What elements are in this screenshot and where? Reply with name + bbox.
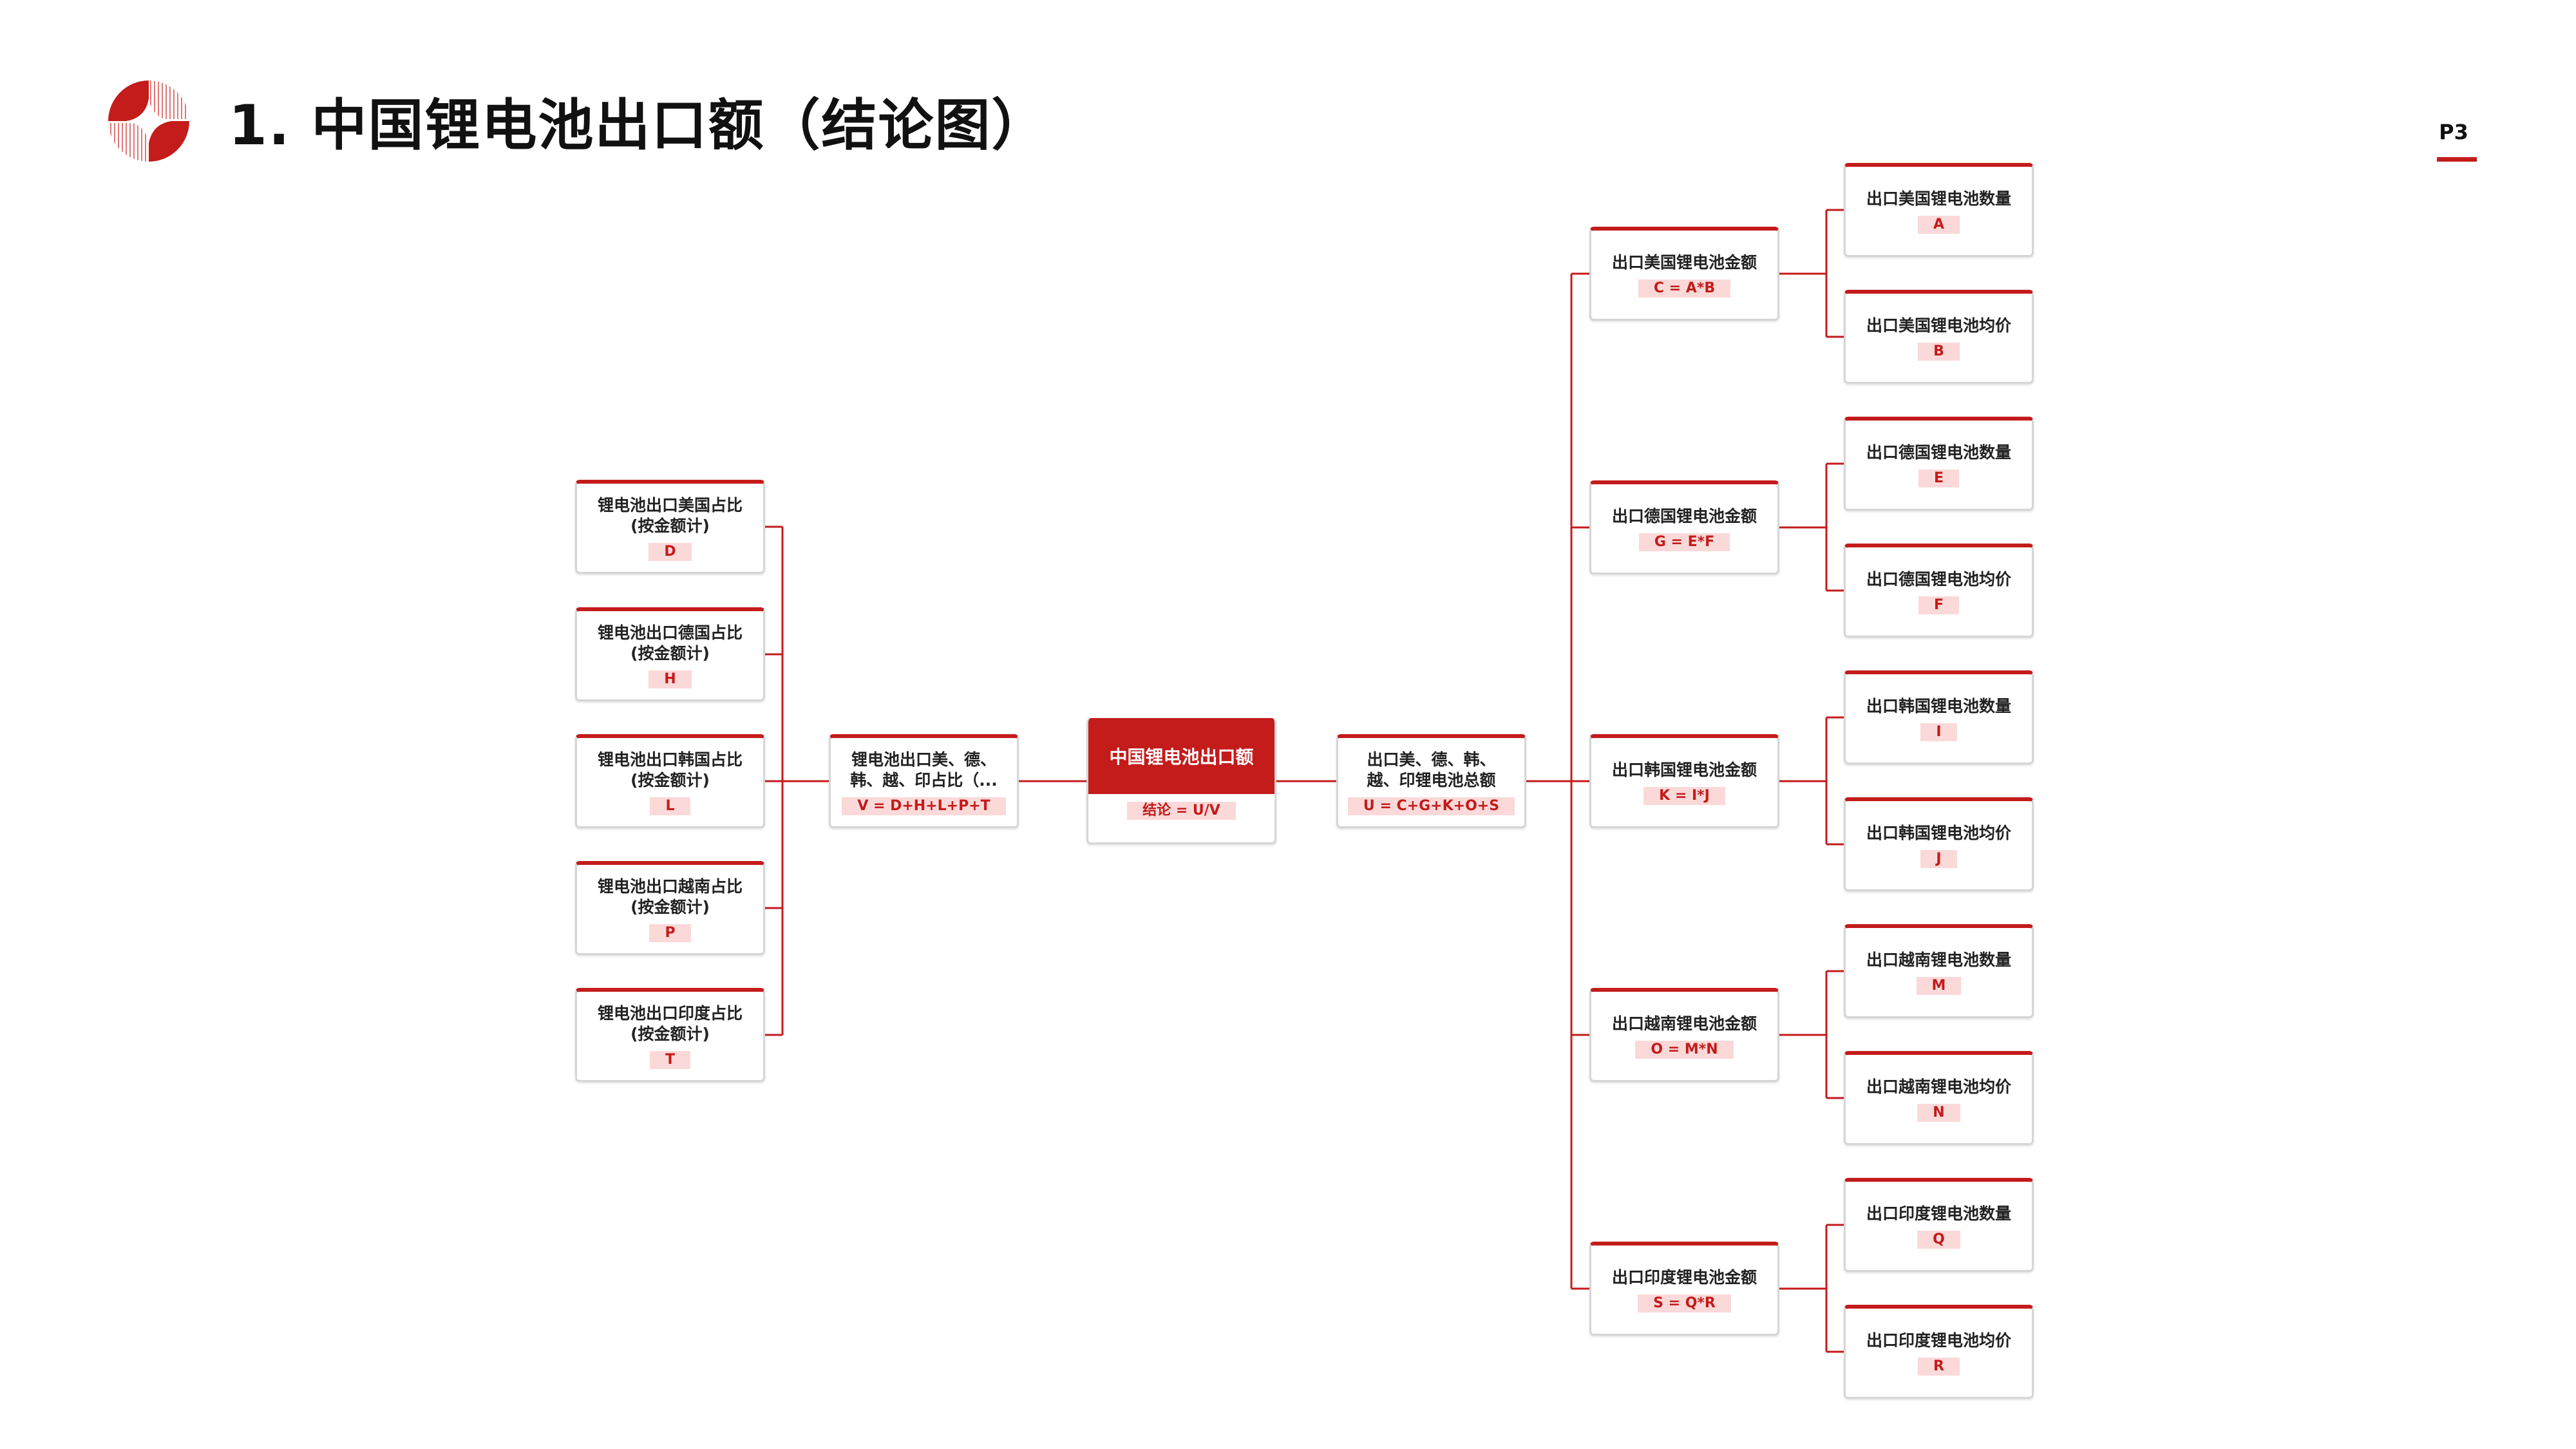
node-share-kr[interactable]: 锂电池出口韩国占比 (按金额计) L [575,734,765,828]
node-share-total[interactable]: 锂电池出口美、德、 韩、越、印占比（... V = D+H+L+P+T [829,734,1019,828]
node-amount-in[interactable]: 出口印度锂电池金额 S = Q*R [1589,1242,1779,1336]
node-share-label: 锂电池出口越南占比 (按金额计) [597,876,743,916]
node-root-formula: 结论 = U/V [1127,802,1236,820]
node-leaf-label: 出口美国锂电池数量 [1866,189,2011,208]
node-leaf-label: 出口印度锂电池数量 [1866,1204,2011,1223]
node-share-formula: L [650,797,690,815]
node-leaf-formula: Q [1917,1230,1960,1249]
node-leaf-formula: E [1918,469,1960,488]
node-leaf-label: 出口韩国锂电池数量 [1866,696,2011,715]
node-leaf-label: 出口德国锂电池数量 [1866,442,2011,462]
node-leaf-formula: A [1917,215,1960,234]
node-leaf-us-price[interactable]: 出口美国锂电池均价 B [1844,290,2034,384]
node-share-formula: P [649,923,691,942]
node-leaf-label: 出口美国锂电池均价 [1866,316,2011,335]
node-root[interactable]: 中国锂电池出口额 结论 = U/V [1086,718,1276,844]
logo-icon [108,80,189,162]
node-share-us[interactable]: 锂电池出口美国占比 (按金额计) D [575,480,765,574]
node-share-de[interactable]: 锂电池出口德国占比 (按金额计) H [575,607,765,701]
node-leaf-us-qty[interactable]: 出口美国锂电池数量 A [1844,163,2034,257]
node-amount-kr[interactable]: 出口韩国锂电池金额 K = I*J [1589,734,1779,828]
node-leaf-formula: N [1917,1103,1960,1122]
node-amount-formula: O = M*N [1635,1040,1734,1059]
node-leaf-label: 出口德国锂电池均价 [1866,569,2011,589]
node-share-label: 锂电池出口德国占比 (按金额计) [597,623,743,663]
page-number: P3 [2439,120,2468,144]
node-leaf-label: 出口越南锂电池均价 [1866,1077,2011,1096]
node-amount-total-label: 出口美、德、韩、 越、印锂电池总额 [1367,750,1496,790]
node-leaf-formula: B [1918,342,1960,361]
node-amount-total-formula: U = C+G+K+O+S [1347,797,1515,815]
node-amount-formula: G = E*F [1638,533,1730,551]
node-share-label: 锂电池出口印度占比 (按金额计) [597,1003,743,1043]
node-amount-label: 出口韩国锂电池金额 [1611,760,1757,779]
node-leaf-kr-qty[interactable]: 出口韩国锂电池数量 I [1844,670,2034,764]
node-leaf-formula: M [1916,976,1962,995]
node-amount-vn[interactable]: 出口越南锂电池金额 O = M*N [1589,988,1779,1082]
node-leaf-label: 出口印度锂电池均价 [1866,1331,2011,1350]
node-leaf-label: 出口韩国锂电池均价 [1866,823,2011,842]
node-share-total-formula: V = D+H+L+P+T [842,797,1006,815]
node-share-vn[interactable]: 锂电池出口越南占比 (按金额计) P [575,861,765,955]
node-leaf-vn-price[interactable]: 出口越南锂电池均价 N [1844,1051,2034,1145]
node-amount-formula: S = Q*R [1638,1294,1731,1312]
node-leaf-de-price[interactable]: 出口德国锂电池均价 F [1844,544,2034,638]
node-share-in[interactable]: 锂电池出口印度占比 (按金额计) T [575,988,765,1082]
node-amount-formula: K = I*J [1643,786,1725,805]
node-leaf-in-qty[interactable]: 出口印度锂电池数量 Q [1844,1178,2034,1272]
node-amount-label: 出口越南锂电池金额 [1611,1014,1757,1033]
node-leaf-formula: F [1918,596,1960,614]
node-amount-us[interactable]: 出口美国锂电池金额 C = A*B [1589,227,1779,321]
node-leaf-label: 出口越南锂电池数量 [1866,950,2011,969]
page-title: 1. 中国锂电池出口额（结论图） [229,93,1048,158]
node-share-label: 锂电池出口韩国占比 (按金额计) [597,750,743,790]
node-share-formula: T [649,1050,690,1069]
page-number-underline [2437,157,2477,162]
node-amount-label: 出口印度锂电池金额 [1611,1267,1757,1287]
node-leaf-formula: I [1920,723,1957,741]
node-amount-label: 出口美国锂电池金额 [1611,252,1757,272]
node-amount-de[interactable]: 出口德国锂电池金额 G = E*F [1589,480,1779,574]
node-amount-formula: C = A*B [1638,279,1731,298]
node-root-label: 中国锂电池出口额 [1088,718,1274,794]
node-leaf-in-price[interactable]: 出口印度锂电池均价 R [1844,1305,2034,1399]
node-share-formula: H [649,670,692,688]
node-amount-label: 出口德国锂电池金额 [1611,506,1757,526]
node-share-formula: D [649,542,692,561]
node-leaf-de-qty[interactable]: 出口德国锂电池数量 E [1844,417,2034,511]
node-share-total-label: 锂电池出口美、德、 韩、越、印占比（... [850,750,998,790]
node-amount-total[interactable]: 出口美、德、韩、 越、印锂电池总额 U = C+G+K+O+S [1336,734,1526,828]
node-leaf-kr-price[interactable]: 出口韩国锂电池均价 J [1844,797,2034,891]
node-leaf-formula: R [1918,1357,1960,1376]
node-share-label: 锂电池出口美国占比 (按金额计) [597,495,743,535]
node-leaf-formula: J [1920,849,1957,868]
node-leaf-vn-qty[interactable]: 出口越南锂电池数量 M [1844,924,2034,1018]
